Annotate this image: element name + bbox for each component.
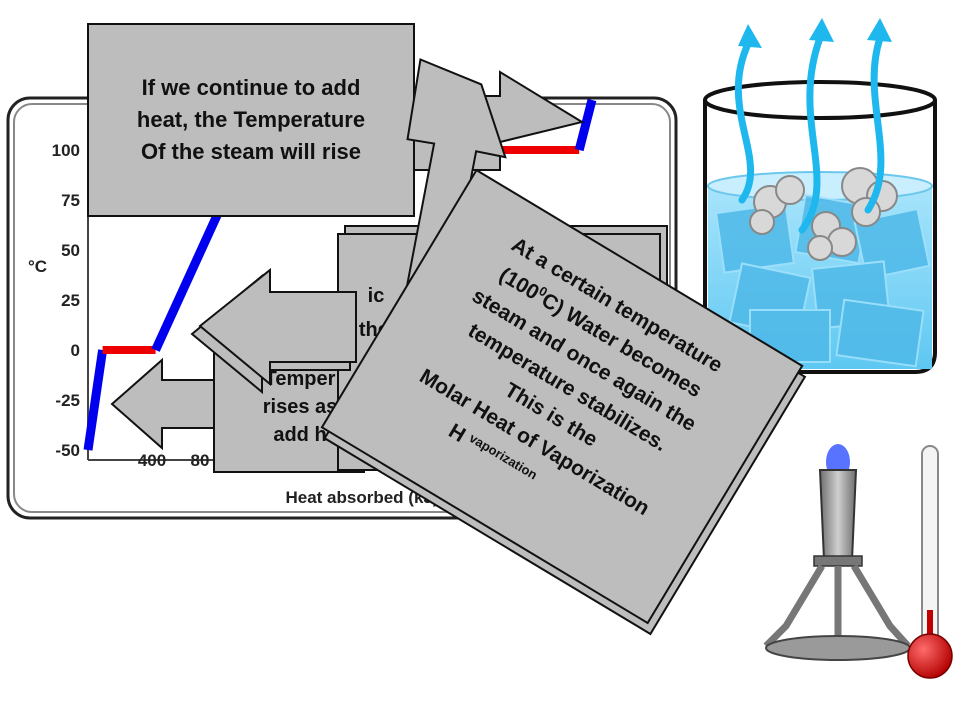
curve-segment-4-heating bbox=[574, 98, 597, 152]
bunsen-burner-icon bbox=[763, 444, 911, 661]
y-axis-label: °C bbox=[28, 257, 47, 276]
thermometer-icon bbox=[907, 445, 953, 679]
y-tick-4: 0 bbox=[71, 341, 80, 360]
x-axis-label: Heat absorbed (kJ) bbox=[285, 488, 438, 507]
y-tick-labels: 100 75 50 25 0 -25 -50 bbox=[52, 141, 80, 460]
curve-segment-0-heating bbox=[83, 349, 108, 451]
y-tick-0: 100 bbox=[52, 141, 80, 160]
callout-vaporization: At a certain temperature (1000C) Water b… bbox=[320, 58, 807, 636]
y-tick-5: -25 bbox=[55, 391, 80, 410]
y-tick-6: -50 bbox=[55, 441, 80, 460]
steam-icon bbox=[734, 18, 892, 234]
x-tick-labels: 400 80 bbox=[138, 451, 210, 470]
callout-partial-a-line-1: ic bbox=[368, 285, 385, 307]
callout-partial-b-line-3: add h bbox=[273, 424, 326, 446]
x-tick-1: 80 bbox=[191, 451, 210, 470]
callout-partial-b-line-2: rises as bbox=[263, 396, 338, 418]
callout-top-line-3: Of the steam will rise bbox=[141, 139, 361, 164]
x-tick-0: 400 bbox=[138, 451, 166, 470]
callout-partial-b-line-1: Temper bbox=[265, 368, 336, 390]
callout-top-line-2: heat, the Temperature bbox=[137, 107, 365, 132]
y-tick-2: 50 bbox=[61, 241, 80, 260]
y-tick-3: 25 bbox=[61, 291, 80, 310]
beaker-icon bbox=[703, 80, 937, 374]
callout-top-line-1: If we continue to add bbox=[142, 75, 361, 100]
y-tick-1: 75 bbox=[61, 191, 80, 210]
